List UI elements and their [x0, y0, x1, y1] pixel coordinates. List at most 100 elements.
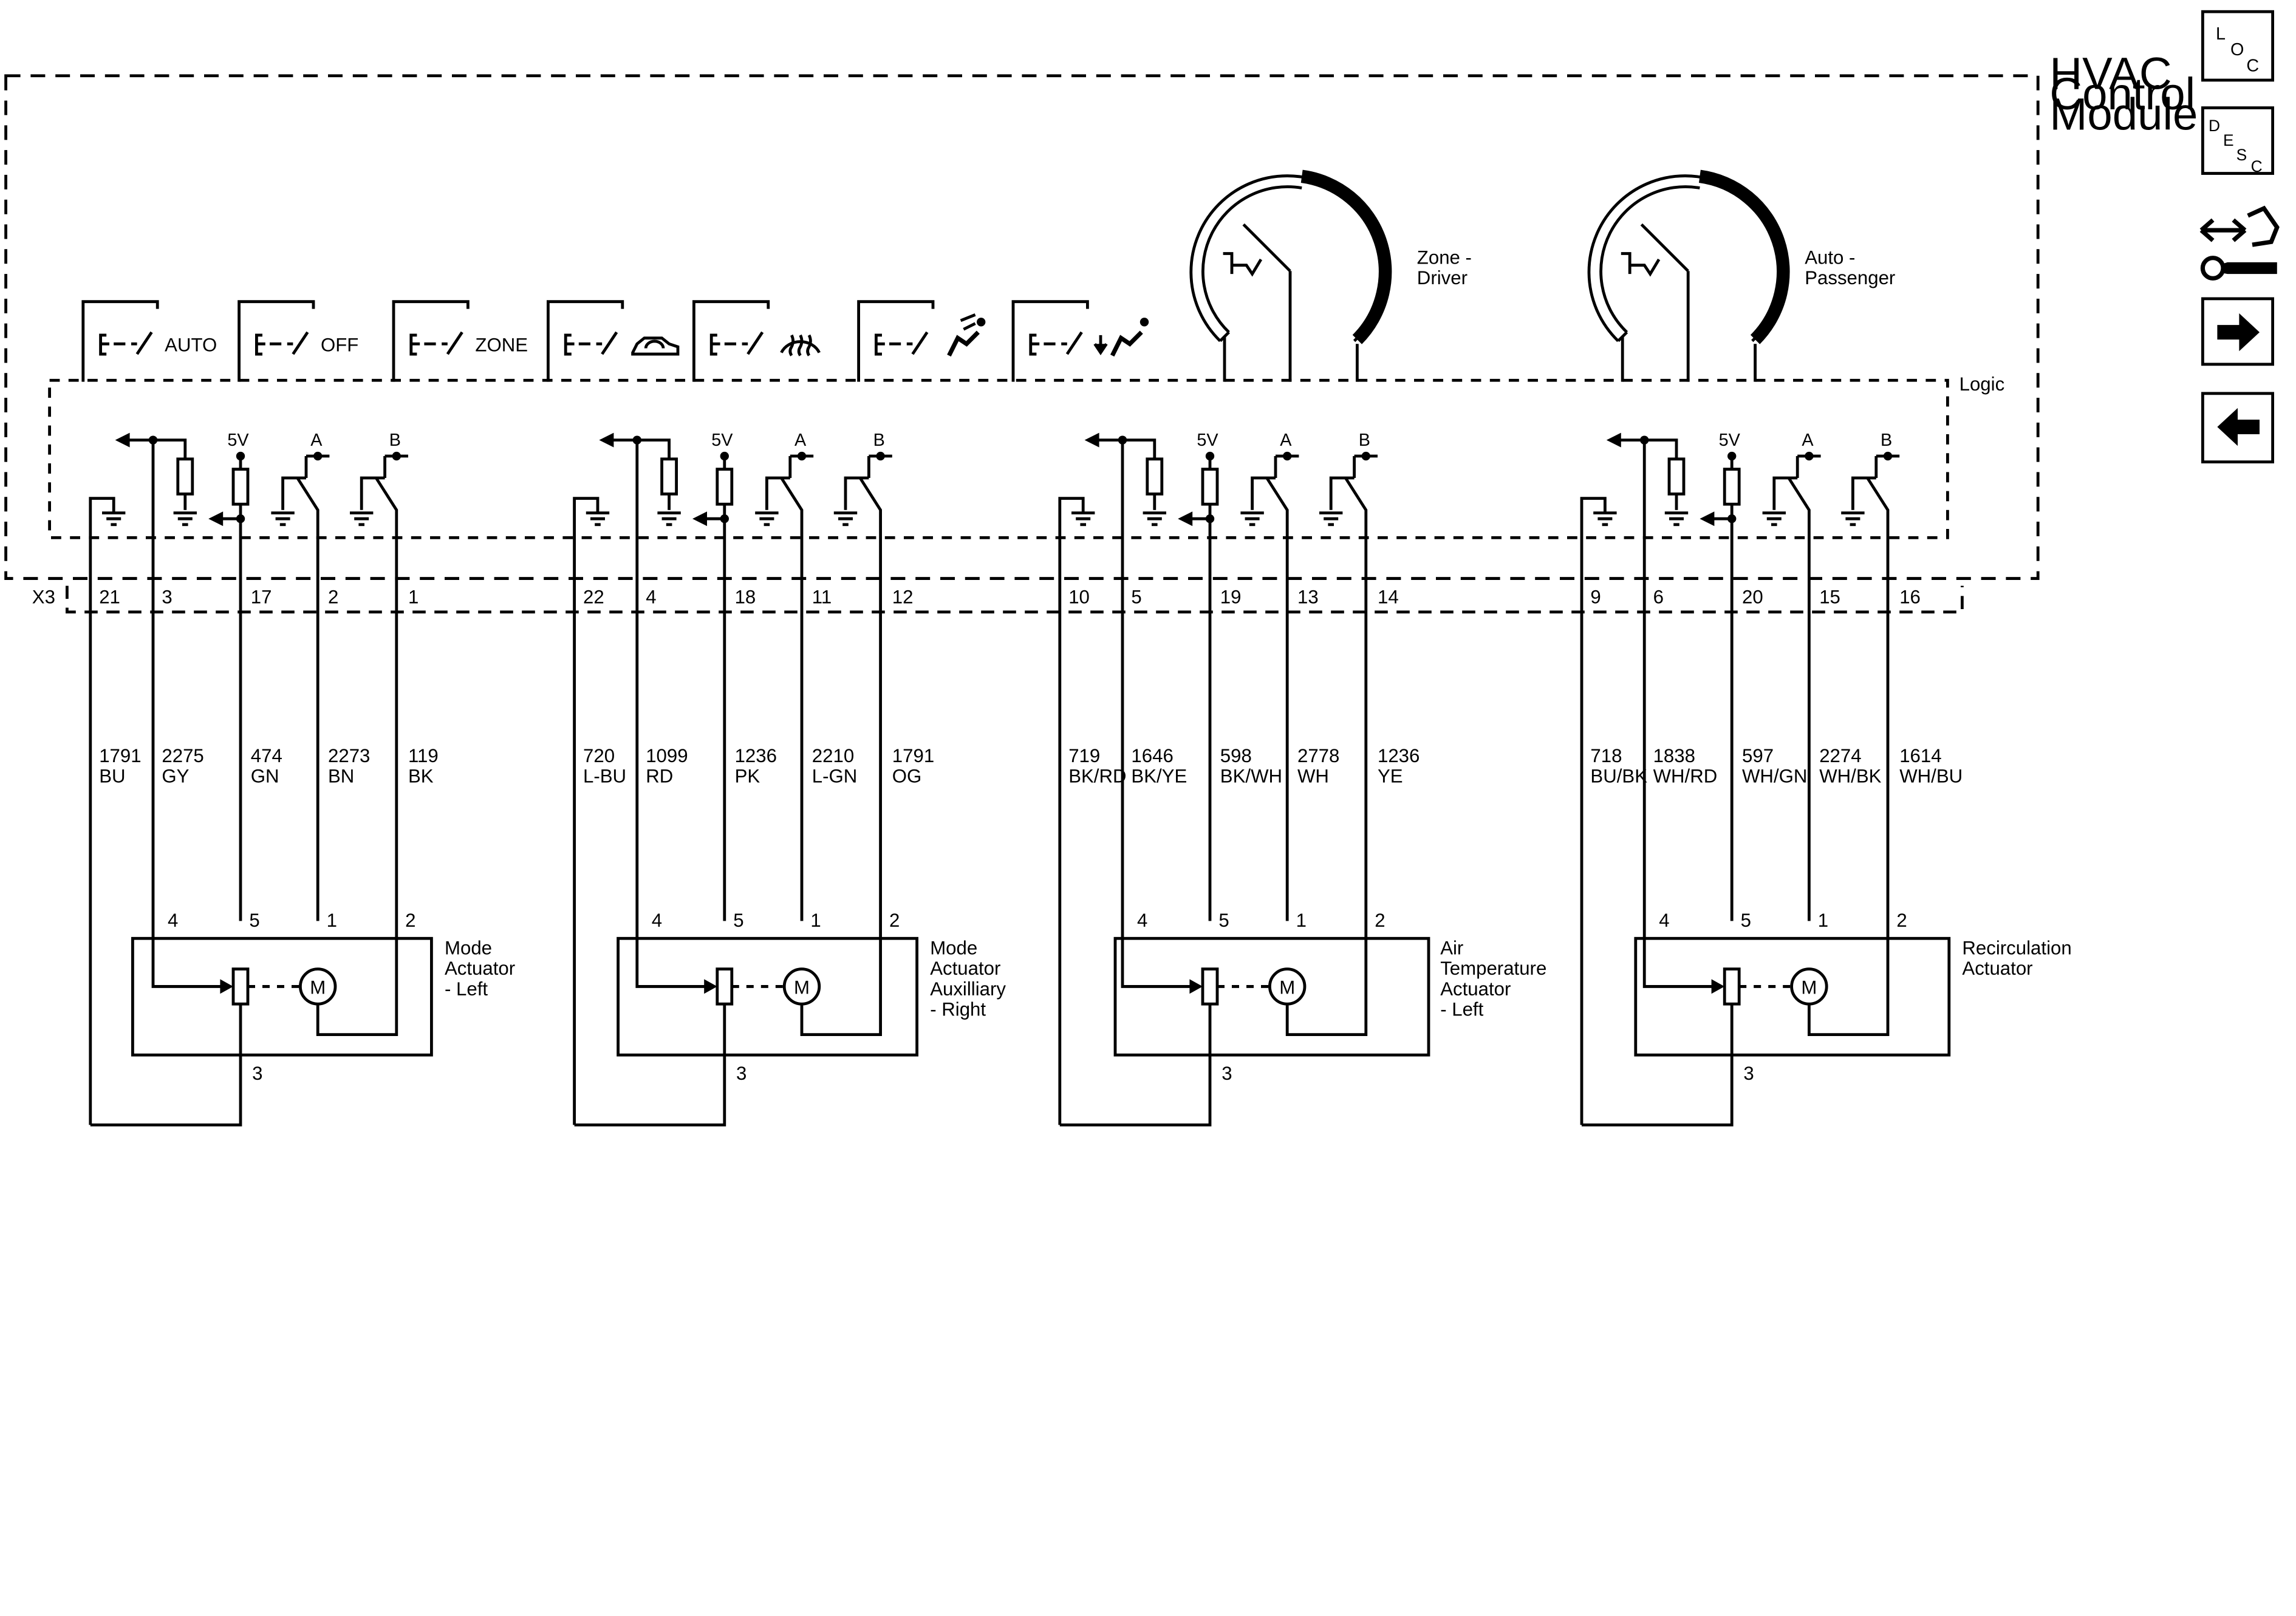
loc-letter-o: O [2230, 40, 2244, 60]
pullup-link [1122, 438, 1157, 459]
switch-blade [446, 331, 463, 355]
arrow-right-button[interactable] [2201, 297, 2274, 366]
signal-wire [1096, 438, 1124, 921]
signal-b-label: B [1881, 431, 1892, 450]
junction-dot [720, 514, 729, 523]
pullup-resistor [1667, 457, 1686, 496]
ground-symbol [755, 511, 779, 527]
ref-voltage-label: 5V [1719, 431, 1741, 450]
driver-a [765, 454, 814, 510]
wire-color-bn: BN [328, 766, 354, 787]
knob-1-label-line-2: Driver [1417, 267, 1467, 288]
signal-arrow [1606, 432, 1621, 448]
switch-frame [857, 300, 935, 382]
motor-label: M [1279, 977, 1295, 998]
wire-circuit-1236: 1236 [1378, 745, 1420, 766]
motor-return [1808, 921, 1890, 1037]
ground-wire [573, 497, 600, 1125]
knob-1-label-line-1: Zone - [1417, 247, 1472, 268]
nav-toolbar: L O C D E S C [2199, 10, 2280, 464]
actuator-4-label-line-2: Actuator [1962, 958, 2032, 979]
junction-dot [236, 514, 245, 523]
connector-pin-21: 21 [99, 586, 120, 607]
wire-color-wh/gn: WH/GN [1742, 766, 1807, 787]
ref-resistor [716, 468, 734, 506]
wire-circuit-1838: 1838 [1653, 745, 1695, 766]
pullup-resistor [1146, 457, 1164, 496]
floor-airflow-icon [1093, 318, 1149, 357]
ref-resistor [1723, 468, 1741, 506]
driver-b [360, 454, 408, 510]
switch-blade [747, 331, 764, 355]
module-name-line-1: HVAC [2049, 48, 2171, 98]
actuator-1-label-line-1: Mode [445, 938, 492, 959]
switch-blade [292, 331, 309, 355]
wire-circuit-1236: 1236 [735, 745, 777, 766]
hvac-switch-4 [547, 300, 680, 382]
switch-blade [1065, 331, 1083, 355]
wire-circuit-2274: 2274 [1819, 745, 1861, 766]
wire-color-bk: BK [408, 766, 434, 787]
hvac-switch-2: OFF [237, 300, 358, 382]
connector-pin-9: 9 [1590, 586, 1601, 607]
loc-letter-l: L [2216, 24, 2226, 44]
wire-color-rd: RD [646, 766, 673, 787]
actuator-pin-2: 2 [889, 910, 900, 931]
hvac-knob-2: Auto -Passenger [1587, 169, 1895, 382]
ground-symbol [1593, 511, 1617, 527]
wire-circuit-597: 597 [1742, 745, 1774, 766]
signal-b-label: B [1359, 431, 1370, 450]
actuator-1-label-line-2: Actuator [445, 958, 515, 979]
connector-tool-icon[interactable] [2199, 205, 2280, 281]
actuator-pin-3: 3 [1221, 1063, 1232, 1084]
connector-pin-2: 2 [328, 586, 338, 607]
ground-symbol [1762, 511, 1786, 527]
driver-a-switch [780, 477, 804, 921]
desc-button[interactable]: D E S C [2201, 106, 2274, 176]
junction-dot [1727, 514, 1737, 523]
potentiometer [1723, 967, 1741, 1006]
wire-circuit-1791: 1791 [99, 745, 141, 766]
signal-a-label: A [1280, 431, 1292, 450]
loc-button[interactable]: L O C [2201, 10, 2274, 82]
motor-return [1285, 921, 1368, 1037]
actuator-pin-1: 1 [810, 910, 821, 931]
logic-label: Logic [1959, 373, 2005, 395]
actuator-2-label-line-4: - Right [930, 998, 986, 1020]
knob-thick-arc [1300, 169, 1392, 344]
wiper-wire [1642, 921, 1718, 988]
wire-circuit-1614: 1614 [1899, 745, 1941, 766]
wire-color-wh/bu: WH/BU [1899, 766, 1963, 787]
connector-pin-14: 14 [1378, 586, 1399, 607]
wiper-arrow [1189, 979, 1203, 994]
wire-color-wh/bk: WH/BK [1819, 766, 1881, 787]
connector-label: X3 [32, 586, 55, 607]
connector-pin-6: 6 [1653, 586, 1664, 607]
switch-frame [547, 300, 624, 382]
signal-a-label: A [794, 431, 807, 450]
ref-voltage-label: 5V [1197, 431, 1218, 450]
wire-circuit-2210: 2210 [812, 745, 854, 766]
actuator-box [131, 936, 433, 1057]
arrow-left-icon [2217, 407, 2260, 446]
ground-wire [89, 497, 115, 1125]
arrow-left-button[interactable] [2201, 392, 2274, 464]
connector-pin-13: 13 [1297, 586, 1319, 607]
wire-color-wh/rd: WH/RD [1653, 766, 1718, 787]
switch-blade [135, 331, 153, 355]
actuator-pin-2: 2 [1375, 910, 1385, 931]
switch-frame [1011, 300, 1089, 382]
junction-dot [1205, 514, 1215, 523]
actuator-pin-3: 3 [736, 1063, 747, 1084]
wiper-arrow [704, 979, 717, 994]
ground-symbol [102, 511, 126, 527]
vent-airflow-icon [947, 313, 986, 357]
actuator-3-label-line-3: Actuator [1440, 978, 1511, 1000]
actuator-3-label-line-1: Air [1440, 938, 1463, 959]
ground-symbol [173, 511, 197, 527]
ground-symbol [350, 511, 374, 527]
connector-pin-3: 3 [162, 586, 172, 607]
actuator-box [617, 936, 918, 1057]
actuator-3-label-line-4: - Left [1440, 998, 1483, 1020]
